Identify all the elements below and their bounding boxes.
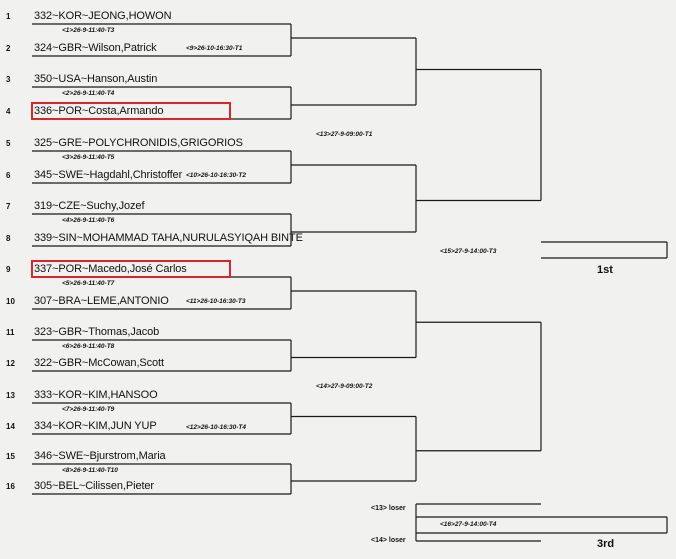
player-entry[interactable]: 339~SIN~MOHAMMAD TAHA,NURULASYIQAH BINTE: [34, 232, 303, 244]
seed-number: 14: [6, 422, 15, 431]
player-entry[interactable]: 337~POR~Macedo,José Carlos: [31, 260, 231, 278]
player-entry[interactable]: 336~POR~Costa,Armando: [31, 102, 231, 120]
player-entry[interactable]: 346~SWE~Bjurstrom,Maria: [34, 450, 166, 462]
match-label: <14>27-9-09:00-T2: [316, 382, 373, 390]
match-label: <11>26-10-16:30-T3: [186, 298, 246, 305]
first-place-label: 1st: [597, 264, 613, 276]
match-label: <3>26-9-11:40-T5: [62, 154, 115, 161]
player-entry[interactable]: 323~GBR~Thomas,Jacob: [34, 326, 160, 338]
match-label: <15>27-9-14:00-T3: [440, 248, 497, 255]
player-entry[interactable]: 333~KOR~KIM,HANSOO: [34, 389, 158, 401]
seed-number: 7: [6, 202, 11, 211]
match-label: <16>27-9-14:00-T4: [440, 521, 497, 528]
seed-number: 3: [6, 75, 11, 84]
seed-number: 6: [6, 171, 11, 180]
seed-number: 10: [6, 297, 15, 306]
player-entry[interactable]: 325~GRE~POLYCHRONIDIS,GRIGORIOS: [34, 137, 243, 149]
match-label: <5>26-9-11:40-T7: [62, 280, 115, 287]
seed-number: 4: [6, 107, 11, 116]
match-label: <9>26-10-16:30-T1: [186, 45, 243, 52]
player-entry[interactable]: 322~GBR~McCowan,Scott: [34, 357, 164, 369]
match-label: <13>27-9-09:00-T1: [316, 131, 373, 138]
match-label: <2>26-9-11:40-T4: [62, 90, 115, 97]
seed-number: 1: [6, 12, 11, 21]
player-entry[interactable]: 332~KOR~JEONG,HOWON: [34, 10, 172, 22]
player-entry[interactable]: 350~USA~Hanson,Austin: [34, 73, 158, 85]
player-entry[interactable]: 307~BRA~LEME,ANTONIO: [34, 295, 169, 307]
third-place-label: 3rd: [597, 538, 615, 550]
player-entry[interactable]: 319~CZE~Suchy,Jozef: [34, 200, 145, 212]
match-label: <6>26-9-11:40-T8: [62, 343, 115, 350]
match-label: <10>26-10-16:30-T2: [186, 172, 246, 179]
match-label: <12>26-10-16:30-T4: [186, 423, 246, 431]
seed-number: 5: [6, 139, 11, 148]
seed-number: 16: [6, 482, 15, 491]
loser-label: <13> loser: [371, 505, 406, 512]
match-label: <7>26-9-11:40-T9: [62, 406, 115, 413]
seed-number: 8: [6, 234, 11, 243]
seed-number: 15: [6, 452, 15, 461]
seed-number: 2: [6, 44, 11, 53]
player-entry[interactable]: 305~BEL~Cilissen,Pieter: [34, 480, 154, 492]
seed-number: 12: [6, 359, 15, 368]
loser-label: <14> loser: [371, 537, 406, 544]
match-label: <8>26-9-11:40-T10: [62, 467, 118, 474]
player-entry[interactable]: 334~KOR~KIM,JUN YUP: [34, 420, 157, 432]
seed-number: 13: [6, 391, 15, 400]
seed-number: 11: [6, 328, 15, 337]
seed-number: 9: [6, 265, 11, 274]
player-entry[interactable]: 345~SWE~Hagdahl,Christoffer: [34, 169, 183, 181]
match-label: <1>26-9-11:40-T3: [62, 27, 115, 34]
match-label: <4>26-9-11:40-T6: [62, 217, 115, 224]
player-entry[interactable]: 324~GBR~Wilson,Patrick: [34, 42, 157, 54]
